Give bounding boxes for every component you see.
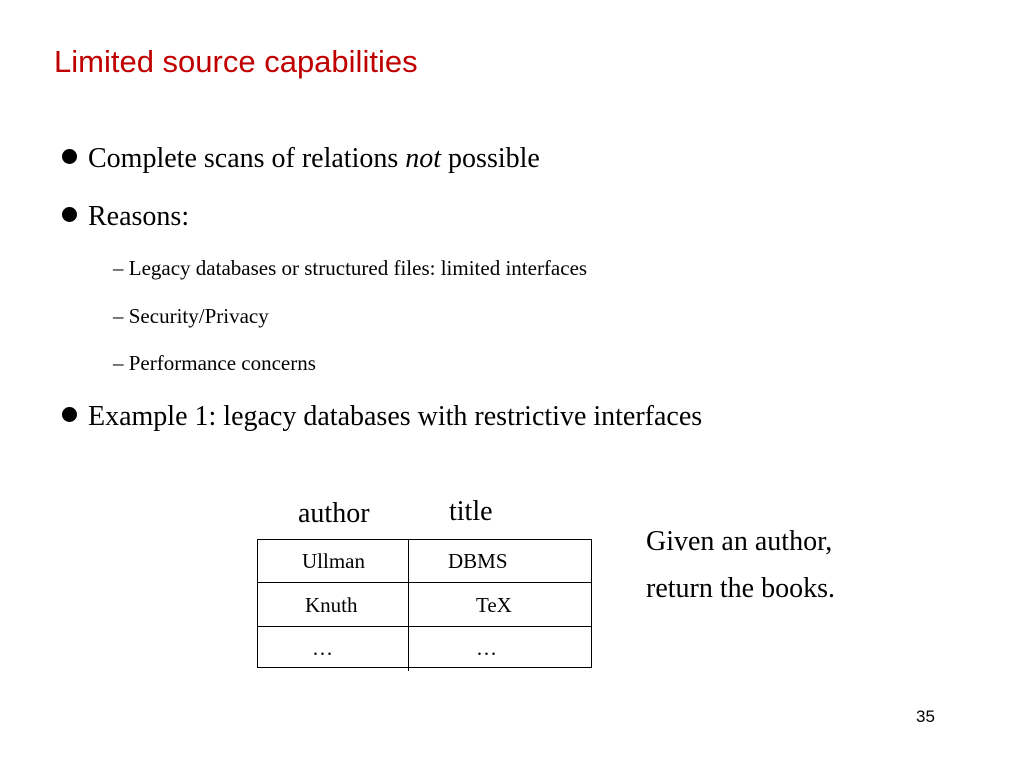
table-row-divider — [258, 626, 591, 627]
sub-bullet-legacy: – Legacy databases or structured files: … — [113, 256, 588, 280]
page-number: 35 — [916, 707, 935, 726]
bullet-text-after: possible — [441, 143, 540, 174]
table-cell: DBMS — [448, 549, 508, 573]
author-title-table: Ullman DBMS Knuth TeX … … — [257, 539, 592, 671]
table-row-divider — [258, 582, 591, 583]
table-column-divider — [408, 539, 409, 671]
note-line-1: Given an author, — [646, 526, 833, 557]
table-header-title: title — [449, 496, 493, 527]
bullet-dot-icon — [62, 207, 77, 222]
bullet-example: Example 1: legacy databases with restric… — [62, 401, 702, 433]
table-cell: TeX — [476, 593, 512, 617]
sub-bullet-performance: – Performance concerns — [113, 351, 316, 375]
bullet-dot-icon — [62, 149, 77, 164]
table-cell: … — [476, 636, 497, 660]
bullet-text-before: Complete scans of relations — [88, 143, 406, 174]
bullet-text: Reasons: — [88, 201, 190, 232]
bullet-complete-scans: Complete scans of relations not possible — [62, 143, 540, 175]
slide-title: Limited source capabilities — [54, 44, 418, 79]
note-line-2: return the books. — [646, 573, 835, 604]
bullet-dot-icon — [62, 407, 77, 422]
table-cell: Ullman — [302, 549, 365, 573]
table-cell: … — [312, 636, 333, 660]
table-cell: Knuth — [305, 593, 358, 617]
bullet-text-emphasis: not — [405, 143, 442, 174]
bullet-text: Example 1: legacy databases with restric… — [88, 401, 703, 432]
table-header-author: author — [298, 498, 370, 529]
bullet-reasons: Reasons: — [62, 201, 189, 233]
sub-bullet-security: – Security/Privacy — [113, 304, 269, 328]
